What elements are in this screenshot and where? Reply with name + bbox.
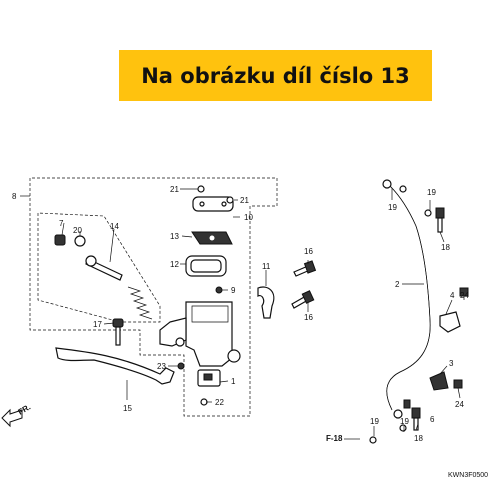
label-8: 8 — [12, 192, 17, 201]
label-13: 13 — [170, 232, 179, 241]
label-2: 2 — [395, 280, 400, 289]
label-18-upper: 18 — [441, 243, 450, 252]
label-19-b: 19 — [427, 188, 436, 197]
title-banner: Na obrázku díl číslo 13 — [119, 50, 432, 101]
pivot-screw-17 — [112, 318, 124, 346]
brake-lever-15 — [55, 347, 175, 385]
reservoir-cap — [192, 196, 234, 212]
cap-hole-right — [221, 201, 227, 207]
piston-head — [85, 255, 97, 267]
label-1: 1 — [231, 377, 236, 386]
page-reference-label: F-18 — [326, 434, 343, 443]
label-21-right: 21 — [240, 196, 249, 205]
label-22: 22 — [215, 398, 224, 407]
reservoir-parts — [185, 185, 234, 294]
drawing-code: KWN3F0500 — [448, 472, 488, 479]
label-14: 14 — [110, 222, 119, 231]
label-19-d: 19 — [400, 417, 409, 426]
bolts-16 — [291, 260, 317, 309]
front-direction-label: FR. — [17, 402, 33, 416]
label-15: 15 — [123, 404, 132, 413]
boot-part — [54, 234, 66, 246]
label-16-upper: 16 — [304, 247, 313, 256]
front-direction-arrow — [1, 408, 23, 428]
clip-3 — [429, 371, 449, 391]
label-6: 6 — [430, 415, 435, 424]
label-24-upper: 24 — [460, 291, 469, 300]
master-cylinder — [159, 301, 241, 367]
float-9 — [215, 286, 223, 294]
label-19-a: 19 — [388, 203, 397, 212]
nut-23 — [177, 362, 185, 370]
cap-hole-left — [199, 201, 205, 207]
bolt-24b — [453, 379, 463, 389]
leader-lines — [20, 188, 465, 436]
clip-4 — [439, 311, 461, 333]
label-3: 3 — [449, 359, 454, 368]
label-7: 7 — [59, 219, 64, 228]
label-21-top: 21 — [170, 185, 179, 194]
pivot-hole — [175, 337, 185, 347]
label-16-lower: 16 — [304, 313, 313, 322]
label-17: 17 — [93, 320, 102, 329]
part-number-labels: 8 7 20 14 21 21 10 13 12 9 16 16 11 17 2… — [12, 185, 469, 443]
subassembly-frame — [37, 212, 161, 323]
diaphragm-inner — [190, 259, 222, 273]
plate-hole — [209, 235, 215, 241]
piston-parts — [54, 234, 153, 320]
label-19-c: 19 — [370, 417, 379, 426]
outlet-port — [227, 349, 241, 363]
label-24-lower: 24 — [455, 400, 464, 409]
screw-top — [197, 185, 205, 193]
screw-right — [226, 196, 234, 204]
label-23: 23 — [157, 362, 166, 371]
label-4: 4 — [450, 291, 455, 300]
ring-part — [74, 235, 86, 247]
cylinder-body — [185, 301, 233, 367]
label-20: 20 — [73, 226, 82, 235]
label-9: 9 — [231, 286, 236, 295]
label-11: 11 — [262, 262, 271, 271]
hose-fittings — [369, 185, 445, 444]
brake-hose-2 — [382, 179, 431, 419]
spring — [127, 286, 153, 320]
label-18-lower: 18 — [414, 434, 423, 443]
label-12: 12 — [170, 260, 179, 269]
assembly-frame — [29, 177, 278, 417]
label-10: 10 — [244, 213, 253, 222]
clamp-11 — [257, 286, 275, 319]
banner-title: Na obrázku díl číslo 13 — [141, 63, 410, 88]
grommet-6 — [403, 399, 411, 409]
